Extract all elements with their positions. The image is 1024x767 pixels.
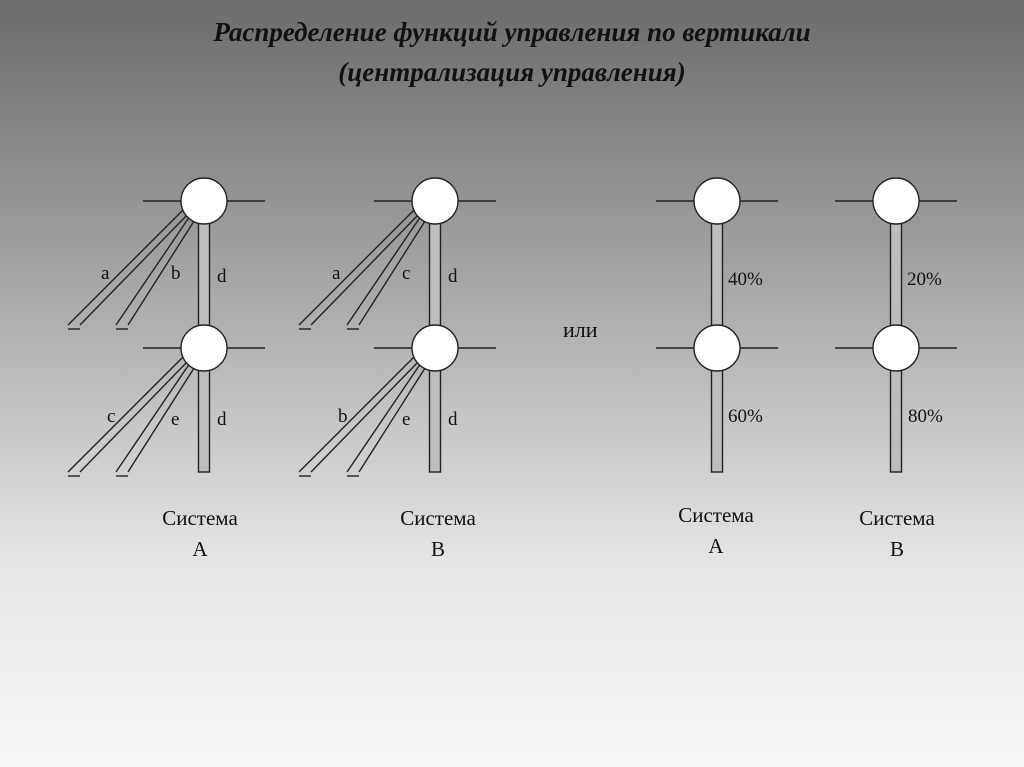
vertical-link [889,219,903,330]
caption-system: Система [859,506,935,530]
label-e: e [402,409,410,430]
caption-letter: A [192,537,208,561]
diagonal-link [298,355,416,473]
diagonal-link [346,212,424,326]
diagonal-link [310,213,420,326]
lower-share: 80% [908,406,943,427]
slide-title-line2: (централизация управления) [338,57,686,87]
or-text: или [563,317,598,342]
label-d: d [217,266,227,287]
vertical-link [710,219,724,330]
caption-system: Система [400,506,476,530]
label-d: d [448,266,458,287]
label-a: a [101,263,110,284]
vertical-link [428,367,442,473]
diagonal-link [115,359,193,473]
vertical-link [889,367,903,473]
label-b: b [338,406,348,427]
diagonal-link [346,359,424,473]
node-circle [180,177,228,225]
vertical-link [197,367,211,473]
slide-title-line1: Распределение функций управления по верт… [213,17,811,47]
node-circle [411,177,459,225]
diagonal-link [127,364,197,473]
caption-letter: B [431,537,445,561]
node-circle [180,324,228,372]
diagonal-link [79,360,189,473]
lower-share: 60% [728,406,763,427]
node-circle [411,324,459,372]
node-circle [693,177,741,225]
upper-share: 20% [907,269,942,290]
diagonal-link [67,208,185,326]
diagonal-link [79,213,189,326]
diagonal-link [358,217,428,326]
diagonal-link [67,355,185,473]
diagonal-link [298,208,416,326]
label-d: d [217,409,227,430]
caption-letter: B [890,537,904,561]
label-c: c [402,263,410,284]
label-b: b [171,263,181,284]
node-circle [693,324,741,372]
upper-share: 40% [728,269,763,290]
diagonal-link [127,217,197,326]
node-circle [872,324,920,372]
vertical-link [710,367,724,473]
caption-letter: A [708,534,724,558]
diagonal-link [310,360,420,473]
diagonal-link [115,212,193,326]
label-e: e [171,409,179,430]
label-d: d [448,409,458,430]
label-a: a [332,263,341,284]
node-circle [872,177,920,225]
label-c: c [107,406,115,427]
diagonal-link [358,364,428,473]
vertical-link [428,219,442,330]
caption-system: Система [678,503,754,527]
caption-system: Система [162,506,238,530]
vertical-link [197,219,211,330]
